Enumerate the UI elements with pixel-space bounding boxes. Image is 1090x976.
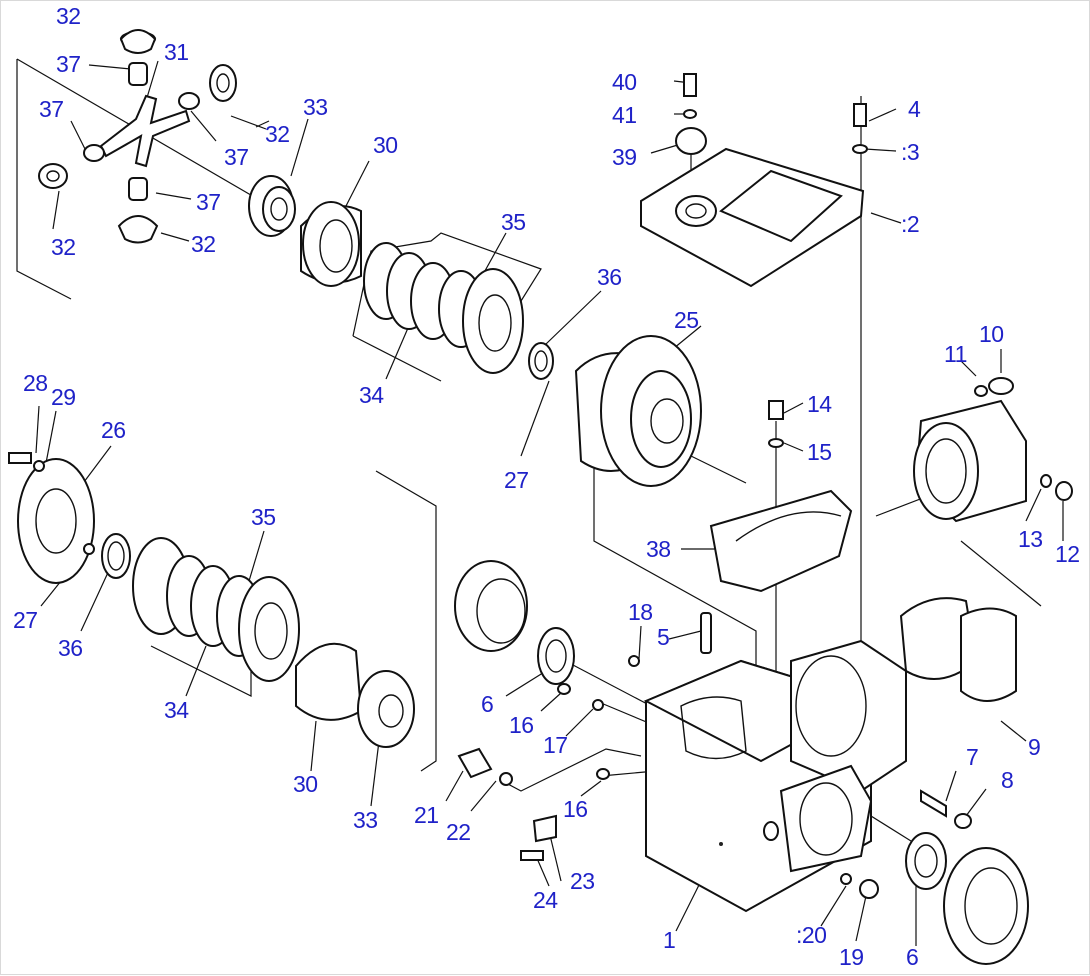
callout-4: 4 bbox=[908, 96, 921, 122]
callout-16: 16 bbox=[509, 712, 534, 738]
callout-12: 12 bbox=[1055, 541, 1080, 567]
callout-38: 38 bbox=[646, 536, 671, 562]
callout-22: 22 bbox=[446, 819, 471, 845]
callout-28: 28 bbox=[23, 370, 48, 396]
callout-37: 37 bbox=[56, 51, 81, 77]
callout-37: 37 bbox=[196, 189, 221, 215]
callout-24: 24 bbox=[533, 887, 558, 913]
callout-40: 40 bbox=[612, 69, 637, 95]
callout-39: 39 bbox=[612, 144, 637, 170]
callout-13: 13 bbox=[1018, 526, 1043, 552]
callout-34: 34 bbox=[164, 697, 189, 723]
callout-18: 18 bbox=[628, 599, 653, 625]
callout-25: 25 bbox=[674, 307, 699, 333]
callout-26: 26 bbox=[101, 417, 126, 443]
callout-15: 15 bbox=[807, 439, 832, 465]
callout-33: 33 bbox=[353, 807, 378, 833]
callout-14: 14 bbox=[807, 391, 832, 417]
top-cover bbox=[640, 73, 868, 288]
callout-30: 30 bbox=[293, 771, 318, 797]
callout-33: 33 bbox=[303, 94, 328, 120]
callout-34: 34 bbox=[359, 382, 384, 408]
callout-17: 17 bbox=[543, 732, 568, 758]
callout-37: 37 bbox=[224, 144, 249, 170]
callout-35: 35 bbox=[501, 209, 526, 235]
callout-29: 29 bbox=[51, 384, 76, 410]
right-bearing-carrier bbox=[913, 377, 1073, 523]
shims bbox=[899, 597, 1017, 702]
callout-8: 8 bbox=[1001, 767, 1014, 793]
case-fasteners bbox=[457, 612, 972, 899]
callout-36: 36 bbox=[597, 264, 622, 290]
callout-32: 32 bbox=[191, 231, 216, 257]
callout-27: 27 bbox=[13, 607, 38, 633]
callout-6: 6 bbox=[906, 944, 919, 970]
callout-9: 9 bbox=[1028, 734, 1041, 760]
callout-19: 19 bbox=[839, 944, 864, 970]
callout-6: 6 bbox=[481, 691, 494, 717]
callout-20: :20 bbox=[796, 922, 827, 948]
callout-16: 16 bbox=[563, 796, 588, 822]
callout-3: :3 bbox=[901, 139, 920, 165]
callout-30: 30 bbox=[373, 132, 398, 158]
lower-clutch-pack bbox=[132, 537, 415, 748]
callout-11: 11 bbox=[944, 341, 967, 367]
main-case bbox=[643, 639, 907, 913]
callout-31: 31 bbox=[164, 39, 189, 65]
callout-36: 36 bbox=[58, 635, 83, 661]
callout-5: 5 bbox=[657, 624, 670, 650]
axle-housings bbox=[454, 560, 1029, 965]
differential-case bbox=[574, 335, 702, 487]
callout-35: 35 bbox=[251, 504, 276, 530]
callout-7: 7 bbox=[966, 744, 979, 770]
left-carrier-plate bbox=[8, 452, 131, 584]
callout-2: :2 bbox=[901, 211, 920, 237]
upper-clutch-pack bbox=[300, 201, 554, 380]
callout-41: 41 bbox=[612, 102, 637, 128]
differential-spider-group bbox=[38, 29, 296, 244]
callout-21: 21 bbox=[414, 802, 439, 828]
callout-37: 37 bbox=[39, 96, 64, 122]
center-bolt-and-bracket bbox=[709, 400, 853, 593]
callout-1: 1 bbox=[663, 927, 676, 953]
callout-23: 23 bbox=[570, 868, 595, 894]
callout-27: 27 bbox=[504, 467, 529, 493]
callout-10: 10 bbox=[979, 321, 1004, 347]
callout-32: 32 bbox=[265, 121, 290, 147]
callout-32: 32 bbox=[51, 234, 76, 260]
callout-32: 32 bbox=[56, 3, 81, 29]
leader-lines bbox=[16, 58, 1064, 946]
